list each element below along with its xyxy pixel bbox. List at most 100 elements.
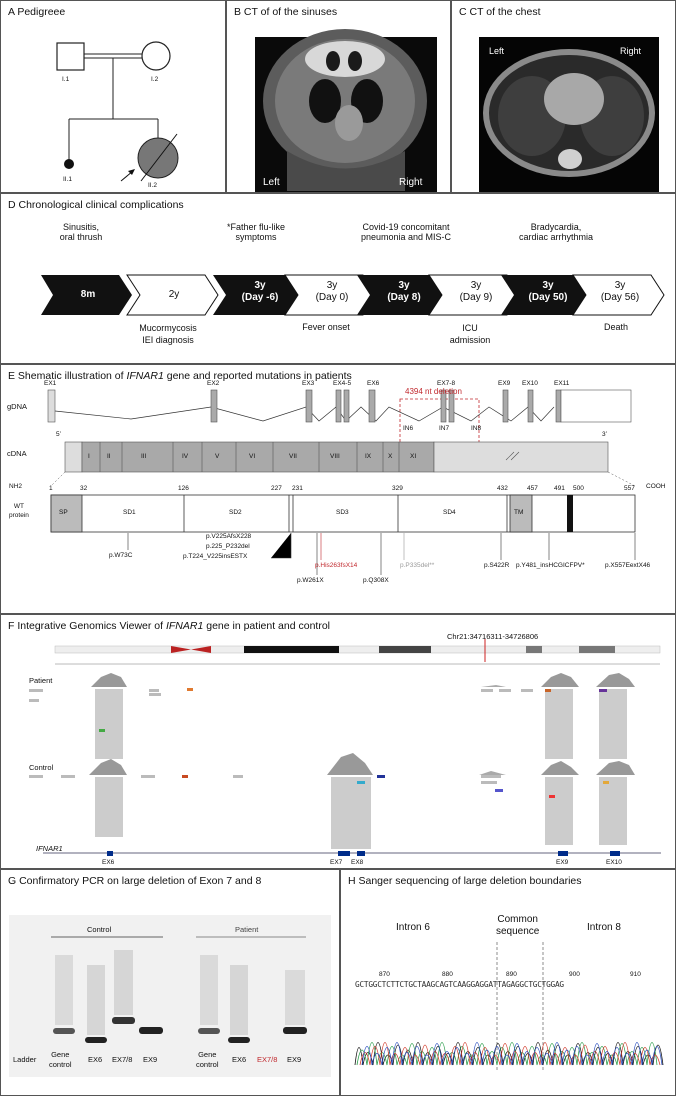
pedigree-father	[56, 42, 85, 71]
arrow-4-label: 3y(Day 0)	[315, 280, 349, 303]
cooh-label: COOH	[646, 483, 666, 490]
pedigree-chart	[56, 41, 179, 182]
deletion-box	[399, 398, 480, 460]
igv-locus: Chr21:34716311-34726806	[447, 632, 539, 641]
pos-32: 32	[80, 485, 88, 492]
label-ii1: II.1	[63, 176, 73, 183]
panel-f-igv: F Integrative Genomics Viewer of IFNAR1 …	[0, 614, 676, 869]
pos-329: 329	[392, 485, 403, 492]
gel-patient-header: Patient	[235, 925, 259, 934]
gel-lane-ex6: EX6	[88, 1055, 103, 1064]
nh2-label: NH2	[9, 483, 23, 490]
panel-d-title: D Chronological clinical complications	[8, 199, 184, 211]
cdna-seg-2: II	[107, 453, 111, 460]
deletion-label: 4394 nt deletion	[405, 387, 462, 396]
mutation-w261x: p.W261X	[297, 577, 324, 584]
panel-e-title: E Shematic illustration of IFNAR1 gene a…	[8, 370, 352, 382]
arrow-2-label: 2y	[168, 289, 180, 300]
gel-ladder-label: Ladder	[13, 1055, 37, 1064]
arrow-6-label: 3y(Day 9)	[459, 280, 493, 303]
igv-patient-label: Patient	[29, 676, 53, 685]
domain-sd4: SD4	[443, 509, 456, 516]
panel-a-pedigree: A Pedigreee I.1 I.2 II.1 II.2	[0, 0, 226, 193]
exon-label-9: EX9	[498, 380, 511, 387]
panel-a-title: A Pedigreee	[8, 6, 66, 18]
cdna-seg-5: V	[215, 453, 220, 460]
exon-label-1: EX1	[44, 380, 57, 387]
panel-c-title: C CT of the chest	[459, 6, 541, 18]
mutation-his263fs: p.His263fsX14	[315, 562, 358, 569]
cdna-seg-10: X	[388, 453, 393, 460]
gdna-label: gDNA	[7, 402, 28, 411]
sanger-sequence: GCTGGCTCTTCTGCTAAGCAGTCAAGGAGGATTAGAGGCT…	[355, 980, 564, 989]
panel-g-pcr: G Confirmatory PCR on large deletion of …	[0, 869, 340, 1096]
sinus-right-label: Right	[399, 177, 423, 188]
intron-label-7: IN7	[439, 425, 450, 432]
gene-structure	[47, 389, 636, 575]
igv-gene-label: IFNAR1	[36, 844, 63, 853]
timeline-arrows	[41, 274, 665, 316]
intron-label-8: IN8	[471, 425, 482, 432]
igv-tracks	[29, 639, 661, 856]
pos-227: 227	[271, 485, 282, 492]
chest-ct-image	[479, 37, 659, 192]
cdna-seg-7: VII	[289, 453, 297, 460]
cdna-seg-8: VIII	[330, 453, 340, 460]
pos-557: 557	[624, 485, 635, 492]
label-i1: I.1	[62, 76, 70, 83]
pos-491: 491	[554, 485, 565, 492]
arrow-7-label: 3y(Day 50)	[528, 280, 568, 303]
seq-pos-870: 870	[379, 971, 390, 978]
seq-pos-910: 910	[630, 971, 641, 978]
sinus-left-label: Left	[263, 177, 280, 188]
panel-f-title: F Integrative Genomics Viewer of IFNAR1 …	[8, 620, 330, 632]
pedigree-sister	[64, 159, 74, 169]
igv-control-label: Control	[29, 763, 54, 772]
mutation-q308x: p.Q308X	[363, 577, 389, 584]
panel-g-title: G Confirmatory PCR on large deletion of …	[8, 875, 262, 887]
gel-lane-patient-ex78: EX7/8	[257, 1055, 278, 1064]
igv-ex9: EX9	[556, 859, 569, 866]
gel-control-header: Control	[87, 925, 112, 934]
cdna-seg-1: I	[88, 453, 90, 460]
domain-sd3: SD3	[336, 509, 349, 516]
mutation-v225afs: p.V225AfsX228	[206, 533, 252, 540]
five-prime: 5’	[56, 431, 62, 438]
event-sinusitis: Sinusitis,oral thrush	[59, 222, 103, 242]
panel-h-title: H Sanger sequencing of large deletion bo…	[348, 875, 582, 887]
gel-lane-ex78: EX7/8	[112, 1055, 133, 1064]
exon-label-4-5: EX4-5	[333, 380, 352, 387]
panel-d-timeline: D Chronological clinical complications S…	[0, 193, 676, 364]
gel-lane-patient-ex6: EX6	[232, 1055, 247, 1064]
gel-image	[9, 915, 331, 1077]
panel-h-sanger: H Sanger sequencing of large deletion bo…	[340, 869, 676, 1096]
mutation-t224ins: p.T224_V225insESTX	[183, 553, 248, 560]
cdna-seg-11: XI	[410, 453, 417, 460]
igv-ex7: EX7	[330, 859, 343, 866]
exon-label-6: EX6	[367, 380, 380, 387]
panel-b-title: B CT of of the sinuses	[234, 6, 338, 18]
pos-500: 500	[573, 485, 584, 492]
event-bradycardia: Bradycardia,cardiac arrhythmia	[518, 222, 594, 242]
three-prime: 3’	[602, 431, 608, 438]
pos-457: 457	[527, 485, 538, 492]
panel-c-chest-ct: C CT of the chest Left Right	[451, 0, 676, 193]
timeline-arrow-3	[213, 275, 304, 315]
label-ii2: II.2	[148, 182, 158, 189]
mutation-w73c: p.W73C	[109, 552, 133, 559]
exon-label-7-8: EX7-8	[437, 380, 456, 387]
event-death: Death	[603, 322, 629, 332]
label-i2: I.2	[151, 76, 159, 83]
seq-pos-890: 890	[506, 971, 517, 978]
cdna-seg-4: IV	[182, 453, 189, 460]
panel-e-gene-schematic: E Shematic illustration of IFNAR1 gene a…	[0, 364, 676, 614]
pedigree-mother	[141, 41, 171, 71]
domain-sd2: SD2	[229, 509, 242, 516]
timeline-arrow-2	[126, 274, 219, 316]
sinus-ct-image	[255, 29, 437, 192]
arrow-1-label: 8m	[80, 289, 96, 300]
chest-right-label: Right	[620, 46, 642, 56]
